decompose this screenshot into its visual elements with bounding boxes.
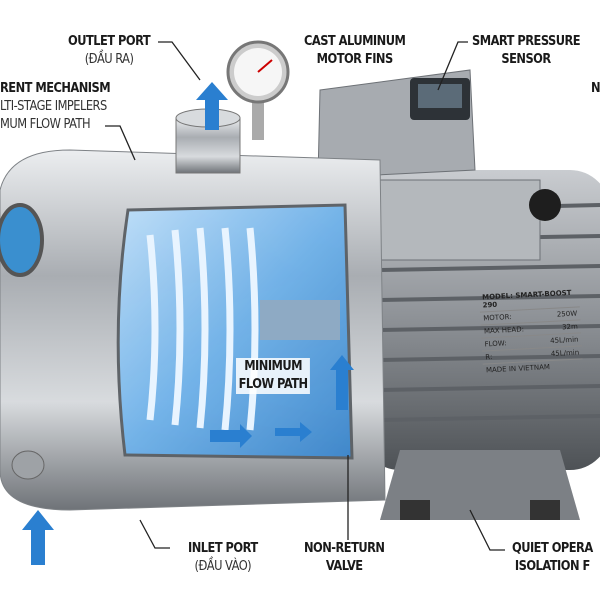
cable-gland-icon xyxy=(529,189,561,221)
label-line: SMART PRESSURE xyxy=(472,34,581,49)
label-sub: (ĐẦU RA) xyxy=(84,52,134,67)
leader-lines xyxy=(105,41,505,551)
label-quiet-operation: QUIET OPERA ISOLATION F xyxy=(512,540,593,576)
flow-arrow-icon xyxy=(210,424,252,448)
cutaway-window xyxy=(116,203,354,460)
nameplate-value: 32m xyxy=(561,322,579,332)
label-line: FLOW PATH xyxy=(238,377,308,392)
label-line: CAST ALUMINUM xyxy=(304,34,406,49)
nameplate-key: MOTOR: xyxy=(483,313,512,323)
label-title: INLET PORT xyxy=(188,541,258,556)
label-line: ISOLATION F xyxy=(514,559,590,574)
label-line: MINIMUM xyxy=(244,359,303,374)
nameplate-value: 250W xyxy=(556,309,578,319)
label-smart-pressure-sensor: SMART PRESSURE SENSOR xyxy=(472,33,581,69)
label-inlet-port: INLET PORT (ĐẦU VÀO) xyxy=(188,540,258,576)
label-line: SENSOR xyxy=(501,52,551,67)
impellers xyxy=(146,227,259,431)
label-line: QUIET OPERA xyxy=(512,541,593,556)
nameplate-value: 45L/min xyxy=(550,348,580,358)
nameplate-key: FLOW: xyxy=(484,339,507,349)
nameplate-value: 45L/min xyxy=(549,335,579,346)
nameplate-key: R: xyxy=(485,353,493,362)
flow-arrow-icon xyxy=(330,355,354,410)
nameplate: MODEL: SMART-BOOST 290 MOTOR:250W MAX HE… xyxy=(478,286,583,375)
label-mechanism: RENT MECHANISM LTI-STAGE IMPELERS MUM FL… xyxy=(0,80,111,134)
label-line: MOTOR FINS xyxy=(316,52,394,67)
flow-arrows xyxy=(22,82,354,565)
inlet-arrow-icon xyxy=(22,510,54,565)
outlet-arrow-icon xyxy=(196,82,228,130)
label-non-return-valve: NON-RETURN VALVE xyxy=(304,540,385,576)
label-line: MUM FLOW PATH xyxy=(0,117,91,132)
flow-arrow-icon xyxy=(275,422,312,442)
label-sub: (ĐẦU VÀO) xyxy=(194,559,252,574)
label-title: OUTLET PORT xyxy=(68,34,151,49)
label-cut-right: N xyxy=(591,81,600,96)
label-line: LTI-STAGE IMPELERS xyxy=(0,99,107,114)
label-cast-aluminum: CAST ALUMINUM MOTOR FINS xyxy=(304,33,406,69)
label-outlet-port: OUTLET PORT (ĐẦU RA) xyxy=(68,33,151,69)
nameplate-key: MAX HEAD: xyxy=(483,325,525,336)
label-line: NON-RETURN xyxy=(304,541,385,556)
label-minimum-flow-path: MINIMUM FLOW PATH xyxy=(236,358,311,394)
label-line: RENT MECHANISM xyxy=(0,81,111,96)
label-line: VALVE xyxy=(325,559,363,574)
